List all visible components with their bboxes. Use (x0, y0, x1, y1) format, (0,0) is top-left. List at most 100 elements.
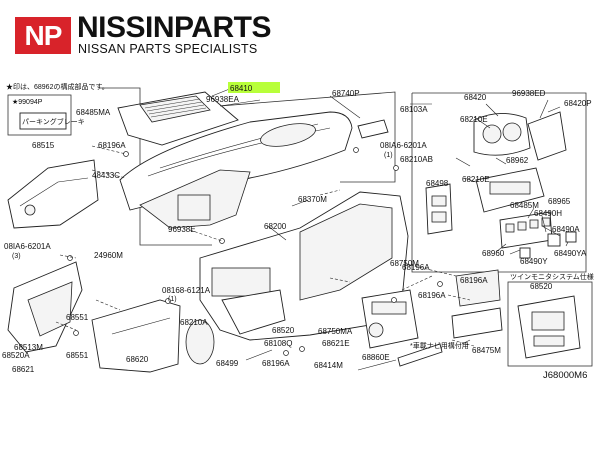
twin-monitor-screen (531, 311, 565, 331)
left-cover-vent (24, 204, 36, 216)
dash-vent-grille (139, 95, 211, 123)
steering-column-cover (221, 289, 286, 335)
audio-knob (368, 322, 384, 338)
part-label: 68515 (32, 141, 55, 150)
part-label: 68490Y (520, 257, 548, 266)
part-label: 48433C (92, 171, 120, 180)
part-label: 68200 (264, 222, 287, 231)
svg-text:(3): (3) (12, 253, 21, 260)
switch-buttons (505, 217, 551, 233)
part-label: 68551 (66, 313, 89, 322)
center-vent-panel (455, 269, 501, 307)
note-twin-monitor: ツインモニタシステム仕様 (510, 272, 594, 281)
part-label: 68210A (180, 318, 208, 327)
twin-monitor-inset-box (507, 281, 593, 367)
dash-frame-block (177, 194, 211, 221)
part-label: 68108Q (264, 339, 292, 348)
part-label: 68196A (262, 359, 290, 368)
part-label: 68498 (426, 179, 449, 188)
part-label: 68196A (460, 276, 488, 285)
part-label: 68410 (230, 84, 253, 93)
parking-label-inset-box (7, 94, 72, 136)
part-label: 68520A (2, 351, 30, 360)
part-label: 68490H (534, 209, 562, 218)
audio-display (371, 301, 407, 315)
part-label: 08IA6-6201A (380, 141, 427, 150)
switch-plate-b (565, 231, 577, 243)
frame-outline-top (169, 91, 396, 183)
instrument-panel-center (299, 203, 393, 301)
part-label: 68520 (272, 326, 295, 335)
part-label: 68620 (126, 355, 149, 364)
note-top-left: ★印は、68962の構成部品です。 (6, 82, 109, 91)
part-label: 68210E (462, 175, 490, 184)
cluster-opening (211, 267, 271, 297)
switch-plate-a (547, 233, 561, 247)
part-label: 68551 (66, 351, 89, 360)
vent-slats (144, 98, 207, 118)
part-label: 68370M (298, 195, 327, 204)
leader-lines (55, 145, 475, 347)
sub-labels: (1) (3) (1) (12, 152, 393, 303)
part-label: 68196A (98, 141, 126, 150)
left-lower-cover (7, 159, 99, 229)
parking-label-sticker (19, 112, 67, 130)
part-label: 96938ED (512, 89, 546, 98)
part-label: 08168-6121A (162, 286, 211, 295)
parking-label-part: ★99094P (12, 98, 43, 106)
center-control-panel (425, 183, 453, 235)
part-label: 24960M (94, 251, 123, 260)
center-switch-panel (451, 307, 503, 339)
diagram-id: J68000M6 (543, 370, 587, 381)
part-label: 68860E (362, 353, 390, 362)
svg-text:(1): (1) (384, 152, 393, 159)
part-label: 68485MA (76, 108, 111, 117)
part-label: 68960 (482, 249, 505, 258)
part-label: 68965 (548, 197, 571, 206)
brand-name: NISSINPARTS (77, 11, 271, 44)
cup-holder-trim (357, 119, 389, 139)
part-label: 68420 (464, 93, 487, 102)
frame-right (411, 92, 587, 273)
part-label: 68499 (216, 359, 239, 368)
part-label: 68196A (418, 291, 446, 300)
part-label: 68196A (402, 263, 430, 272)
part-label: 68621E (322, 339, 350, 348)
fasteners (67, 147, 443, 356)
part-label: 68962 (506, 156, 529, 165)
side-panel-vent (489, 181, 531, 195)
part-label: 08IA6-6201A (4, 242, 51, 251)
svg-text:(1): (1) (168, 296, 177, 303)
part-label: 68475M (472, 346, 501, 355)
part-label: 96938EA (206, 95, 240, 104)
lower-trim-strip (397, 343, 443, 367)
glove-box-door (91, 299, 181, 373)
part-label: 68740P (332, 89, 360, 98)
part-label: 68513M (14, 343, 43, 352)
part-label: 68414M (314, 361, 343, 370)
center-audio-panel (361, 289, 419, 349)
part-label: 68210AB (400, 155, 433, 164)
part-label: 96938E (168, 225, 196, 234)
part-label: 68420P (564, 99, 592, 108)
glove-box-bin (27, 281, 73, 337)
part-label: 68750M (390, 259, 419, 268)
part-label: 68103A (400, 105, 428, 114)
part-label: 68520 (530, 282, 553, 291)
lower-knee-pad (185, 319, 215, 365)
part-label: 68490A (552, 225, 580, 234)
solid-leader-lines (211, 87, 569, 371)
np-logo-badge: NP (15, 17, 71, 54)
dash-speaker-cover (260, 123, 316, 147)
parts-diagram: 68410 96938EA 68485MA 68740P 68103A 6842… (0, 68, 600, 450)
switch-plate-c (519, 247, 531, 259)
part-label: 68485M (510, 201, 539, 210)
part-label: 68621 (12, 365, 35, 374)
meter-cover-right (527, 111, 567, 161)
note-navi: *車載ナビ用構付用 (410, 341, 469, 350)
site-header: NP NISSINPARTS NISSAN PARTS SPECIALISTS (0, 0, 600, 68)
part-labels: 68410 96938EA 68485MA 68740P 68103A 6842… (2, 84, 592, 374)
brand-tagline: NISSAN PARTS SPECIALISTS (78, 42, 258, 56)
meter-opening-left (482, 124, 502, 144)
meter-opening-right (502, 122, 522, 142)
